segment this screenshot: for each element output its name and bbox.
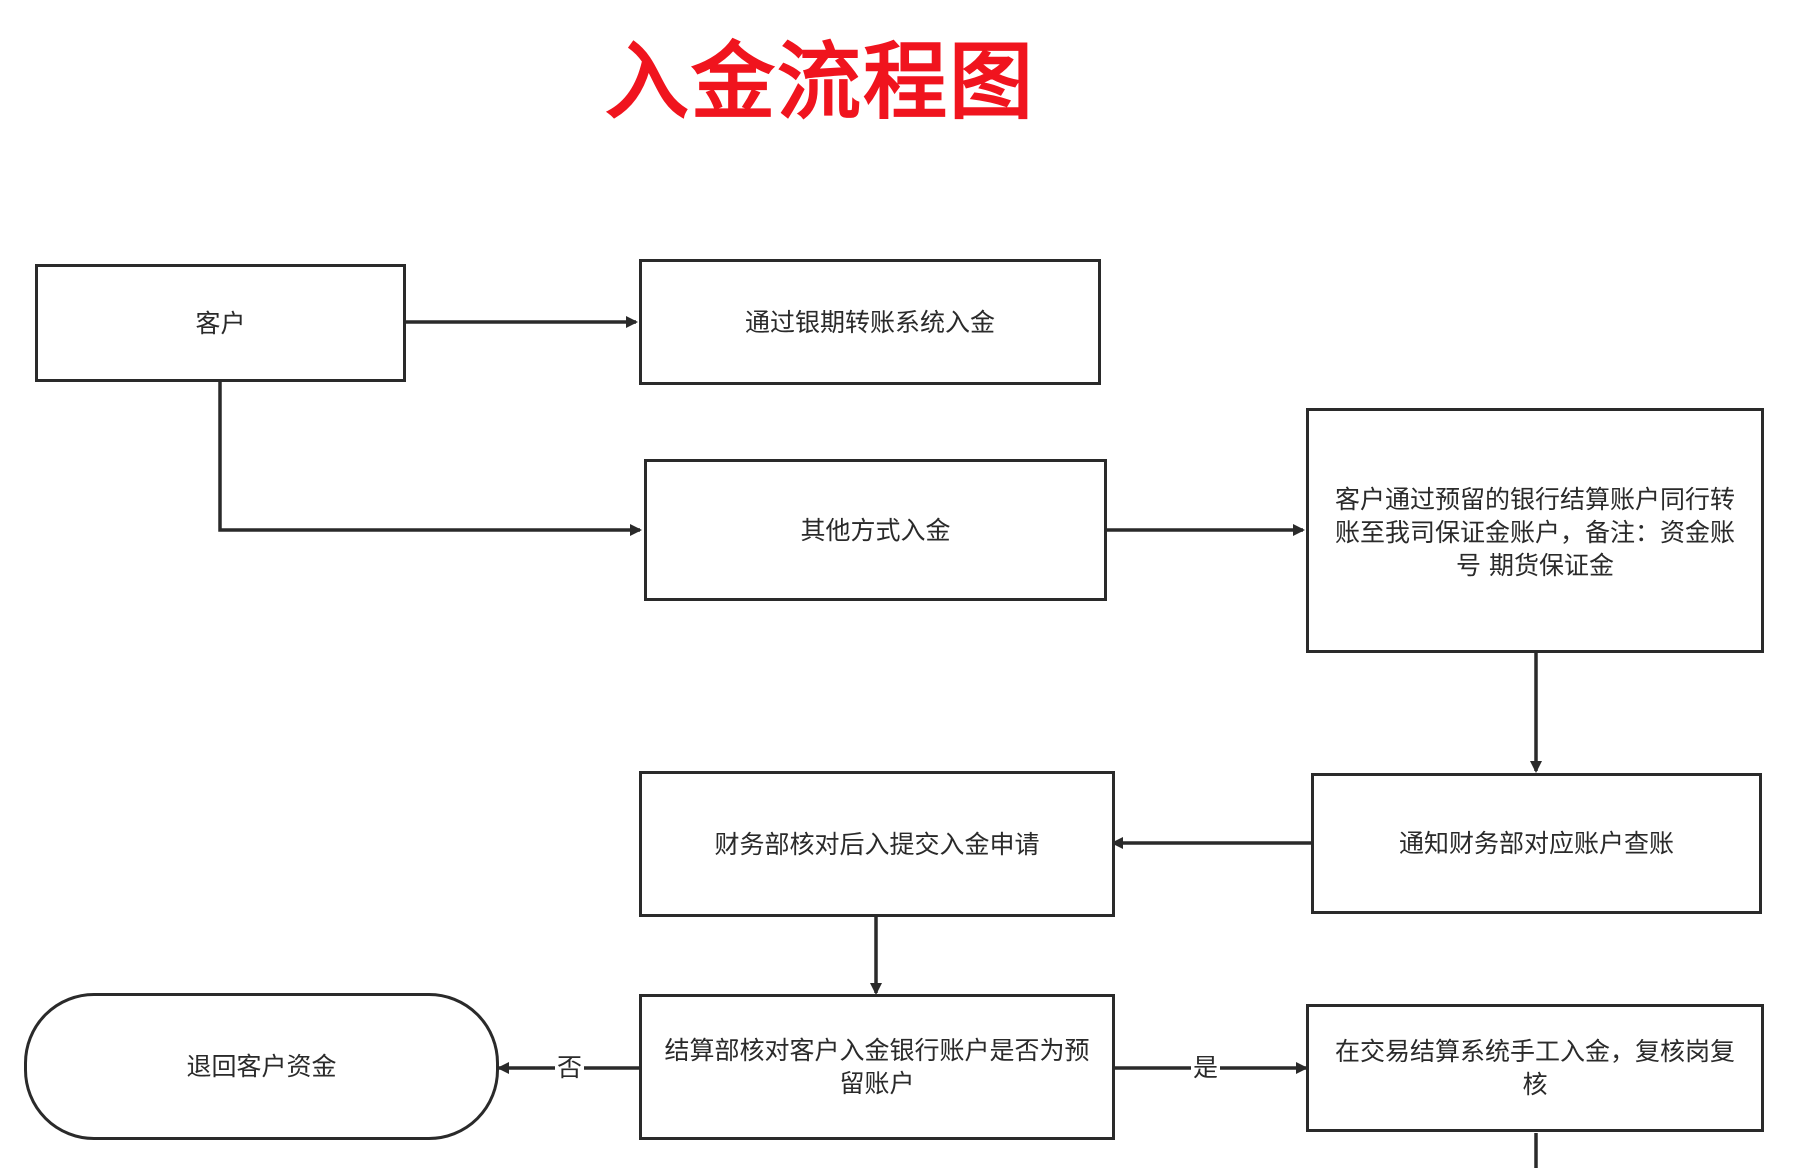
edge-customer-to-other-methods [218, 381, 642, 536]
node-bank-futures-transfer: 通过银期转账系统入金 [639, 259, 1101, 385]
diagram-title: 入金流程图 [604, 32, 1035, 131]
node-notify-finance: 通知财务部对应账户查账 [1311, 773, 1762, 914]
node-same-bank-transfer: 客户通过预留的银行结算账户同行转账至我司保证金账户，备注：资金账号 期货保证金 [1306, 408, 1764, 653]
edge-label-no: 否 [555, 1053, 585, 1083]
node-manual-deposit: 在交易结算系统手工入金，复核岗复核 [1306, 1004, 1764, 1132]
edge-label-yes: 是 [1191, 1053, 1221, 1083]
node-settlement-check: 结算部核对客户入金银行账户是否为预留账户 [639, 994, 1115, 1140]
node-other-methods: 其他方式入金 [644, 459, 1107, 601]
node-finance-submit: 财务部核对后入提交入金申请 [639, 771, 1115, 917]
node-customer: 客户 [35, 264, 406, 382]
node-return-funds: 退回客户资金 [24, 993, 499, 1140]
